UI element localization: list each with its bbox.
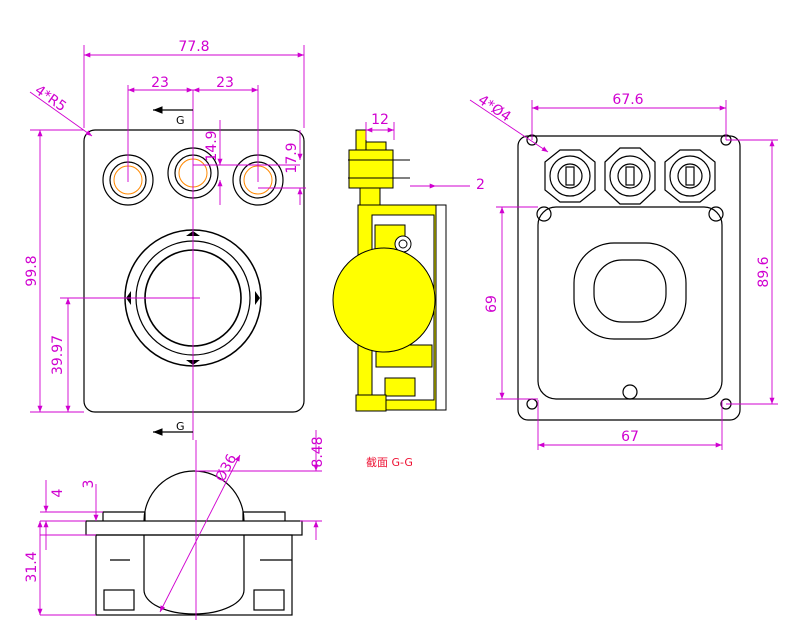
side-view (85, 470, 303, 616)
back-connector-right (664, 149, 716, 203)
dim-back-hole-diameter: 4*Ø4 (475, 92, 514, 125)
dim-back-horizontal: 67.6 (612, 92, 643, 108)
dim-hole-spacing-right: 23 (216, 75, 234, 91)
dim-ball-diameter: Ø36 (213, 452, 241, 485)
dim-flange-thickness: 4 (50, 488, 66, 497)
section-arrows-front (153, 106, 193, 436)
back-trackball-housing (573, 242, 687, 340)
dim-button-height: 3 (81, 480, 97, 489)
section-mark-bottom: G (176, 420, 185, 433)
section-mark-top: G (176, 114, 185, 127)
dim-width-77-8: 77.8 (178, 39, 209, 55)
dim-button-diameter: 17.9 (284, 142, 300, 173)
dim-height-99-8: 99.8 (24, 255, 40, 286)
dim-hole-spacing-left: 23 (151, 75, 169, 91)
dim-body-depth: 31.4 (24, 551, 40, 582)
section-view (332, 129, 447, 412)
front-centerlines (60, 85, 300, 440)
dim-corner-radius: 4*R5 (32, 82, 69, 115)
dim-back-panel-width: 67 (621, 429, 639, 445)
section-trackball (332, 247, 436, 353)
dim-ball-protrusion: 8.48 (310, 436, 326, 467)
dim-button-row-offset: 14.9 (204, 130, 220, 161)
back-connector-left (544, 149, 596, 203)
back-inner-panel (537, 206, 723, 400)
dim-back-vertical: 89.6 (756, 256, 772, 287)
back-view (517, 134, 741, 421)
dim-section-offset: 2 (476, 177, 485, 193)
front-dimension-lines (29, 45, 306, 413)
front-view (83, 129, 305, 413)
dim-back-panel-height: 69 (484, 295, 500, 313)
section-dimension-lines (365, 122, 470, 189)
back-plate-outline (517, 135, 741, 421)
back-dimension-lines (469, 99, 778, 450)
dim-section-width: 12 (371, 112, 389, 128)
side-dimension-lines (37, 430, 322, 620)
front-plate-outline (83, 129, 305, 413)
dim-ball-center-height: 39.97 (50, 335, 66, 375)
back-connector-middle (604, 147, 656, 205)
section-caption: 截面 G-G (366, 455, 413, 469)
